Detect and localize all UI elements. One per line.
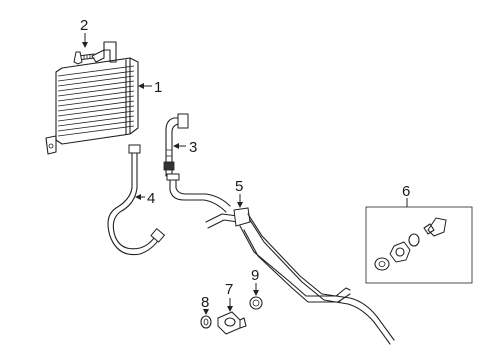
oil-cooler-part: [45, 41, 139, 155]
callout-7: 7: [225, 281, 233, 298]
callout-3: 3: [189, 139, 197, 156]
washer-8-part: [200, 315, 212, 329]
callout-1: 1: [154, 79, 162, 96]
cooler-line-assembly-part: [166, 173, 395, 345]
return-hose-part: [107, 144, 166, 256]
callout-2: 2: [80, 17, 88, 34]
callout-6: 6: [402, 183, 410, 200]
washer-9-part: [249, 296, 263, 310]
cooler-tube-part: [163, 113, 189, 177]
connector-part: [217, 311, 247, 335]
callout-5: 5: [235, 178, 243, 195]
bolt-part: [73, 51, 95, 65]
callout-9: 9: [251, 267, 259, 284]
fitting-kit-part: [365, 206, 473, 284]
leader-lines: [82, 33, 408, 315]
callout-8: 8: [201, 294, 209, 311]
callout-4: 4: [147, 190, 155, 207]
